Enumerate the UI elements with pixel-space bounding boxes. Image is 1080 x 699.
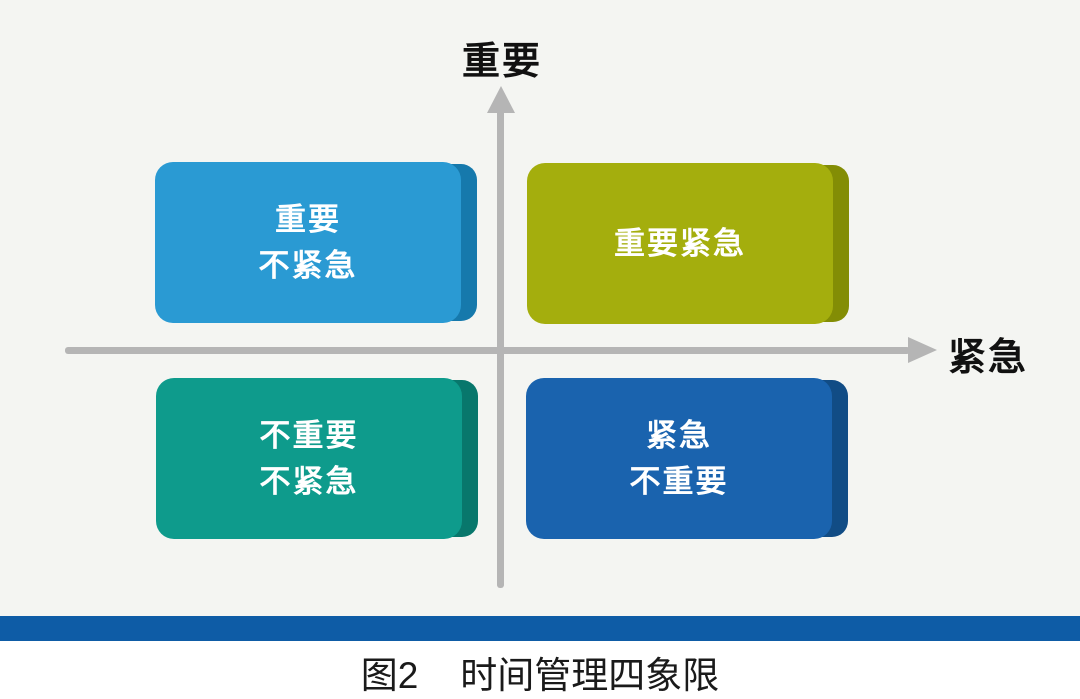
quadrant-label-line: 紧急 xyxy=(646,418,712,453)
quadrant-face: 重要 不紧急 xyxy=(155,162,461,323)
quadrant-label-line: 不紧急 xyxy=(259,464,359,499)
quadrant-face: 不重要 不紧急 xyxy=(156,378,462,539)
quadrant-face: 重要紧急 xyxy=(527,163,833,324)
quadrant-label-line: 重要 xyxy=(275,202,341,237)
quadrant-urgent-not-important: 紧急 不重要 xyxy=(526,378,848,539)
divider-bar xyxy=(0,616,1080,641)
quadrant-face: 紧急 不重要 xyxy=(526,378,832,539)
quadrant-label-line: 不重要 xyxy=(259,418,359,453)
quadrant-label-line: 不紧急 xyxy=(258,248,358,283)
x-axis-label: 紧急 xyxy=(948,337,1029,379)
quadrant-important-not-urgent: 重要 不紧急 xyxy=(155,162,477,323)
right-arrow-icon xyxy=(908,337,937,363)
quadrant-important-urgent: 重要紧急 xyxy=(527,163,849,324)
up-arrow-icon xyxy=(487,86,515,113)
horizontal-axis-line xyxy=(65,347,910,354)
quadrant-not-important-not-urgent: 不重要 不紧急 xyxy=(156,378,478,539)
figure-title: 时间管理四象限 xyxy=(460,655,720,696)
quadrant-label-line: 不重要 xyxy=(629,464,729,499)
y-axis-label: 重要 xyxy=(461,41,542,83)
quadrant-label-line: 重要紧急 xyxy=(614,226,746,261)
figure-caption: 图2 时间管理四象限 xyxy=(0,655,1080,698)
figure-number: 图2 xyxy=(360,655,419,696)
